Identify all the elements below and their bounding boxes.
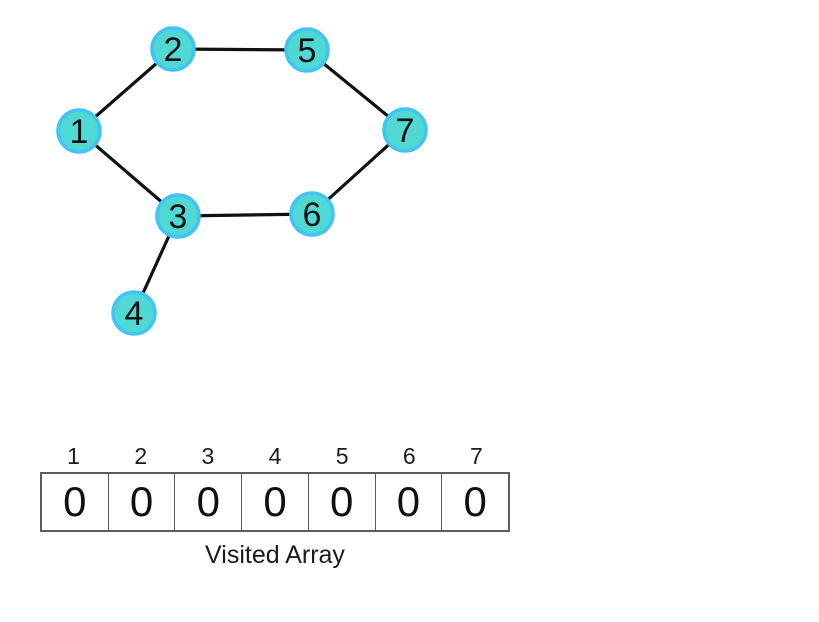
array-cell-6: 0 [376, 474, 443, 530]
array-cell-value-3: 0 [196, 478, 220, 525]
array-index-label-5: 5 [335, 443, 349, 469]
graph-node-2 [150, 26, 196, 72]
array-cell-value-2: 0 [129, 478, 154, 525]
graph-node-label-3: 3 [169, 198, 188, 236]
array-cell-5: 0 [309, 474, 376, 530]
graph-node-1 [56, 108, 102, 154]
visited-array-caption: Visited Array [205, 541, 345, 569]
graph-node-5 [284, 27, 330, 73]
array-cell-7: 0 [442, 474, 508, 530]
array-index-label-7: 7 [470, 443, 483, 469]
graph-node-label-4: 4 [125, 295, 144, 333]
graph-node-label-1: 1 [70, 113, 89, 151]
graph-node-label-2: 2 [164, 31, 183, 69]
array-cell-4: 0 [242, 474, 309, 530]
array-cell-value-1: 0 [63, 478, 87, 525]
graph-node-label-7: 7 [396, 112, 415, 150]
array-index-label-2: 2 [134, 443, 148, 469]
array-cell-value-7: 0 [463, 478, 487, 525]
visited-array-index-row: 1 2 3 4 5 6 7 [40, 441, 510, 469]
array-index-label-1: 1 [67, 443, 80, 469]
graph-node-label-6: 6 [303, 196, 322, 234]
graph-node-7 [382, 107, 428, 153]
array-cell-value-6: 0 [396, 478, 421, 525]
graph-canvas: 1 2 3 4 5 6 7 [56, 26, 428, 336]
array-cell-1: 0 [42, 474, 109, 530]
array-cell-value-4: 0 [263, 478, 287, 525]
array-cell-value-5: 0 [330, 478, 354, 525]
array-index-label-6: 6 [402, 443, 416, 469]
graph-node-label-5: 5 [298, 32, 317, 70]
array-index-label-4: 4 [268, 443, 282, 469]
graph-node-6 [289, 191, 335, 237]
array-cell-2: 0 [109, 474, 176, 530]
array-index-label-3: 3 [201, 443, 215, 469]
graph-node-4 [111, 290, 157, 336]
graph-node-3 [155, 193, 201, 239]
array-cell-3: 0 [175, 474, 243, 530]
